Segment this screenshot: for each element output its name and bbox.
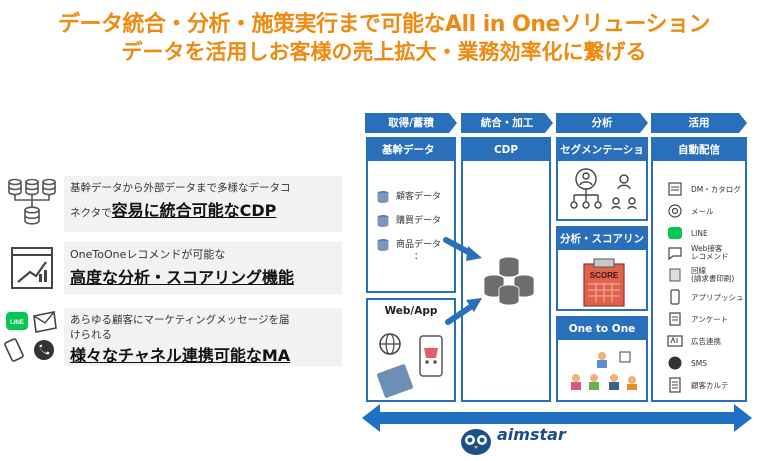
panel-auto-delivery: 自動配信 DM・カタログ メール LINE Web接客 レコメンド 回線 (請求… (651, 137, 747, 402)
mobile-cart-icon (419, 335, 443, 377)
stage-analyze: 分析 (556, 113, 648, 133)
db-item-product: 商品データ (376, 237, 441, 252)
panel-one-to-one-title: One to One (558, 318, 646, 340)
database-icon (377, 214, 389, 227)
panel-one-to-one: One to One (556, 316, 648, 402)
cdp-database-stack-icon (483, 256, 535, 306)
database-icon (377, 190, 389, 203)
app-push-icon (667, 289, 683, 305)
tablet-icon (377, 364, 413, 398)
delivery-line: LINE (667, 225, 708, 241)
feature-ma-desc: あらゆる顧客にマーケティングメッセージを届 (70, 314, 290, 326)
delivery-app-push: アプリプッシュ (667, 289, 744, 305)
delivery-ads: 広告連携 (667, 333, 721, 349)
feature-ma: LINE あらゆる顧客にマーケティングメッセージを届 けられる 様々なチャネル連… (0, 308, 345, 366)
customers-icon (571, 351, 637, 390)
line-icon (667, 225, 683, 241)
stage-acquire: 取得/蓄積 (365, 113, 457, 133)
database-icon (377, 238, 389, 251)
delivery-mail: メール (667, 203, 714, 219)
owl-logo-icon (461, 429, 491, 455)
svg-text:SCORE: SCORE (590, 271, 619, 280)
db-item-customer: 顧客データ (376, 189, 441, 204)
delivery-sms: SMS (667, 355, 707, 371)
email-icon (667, 203, 683, 219)
web-recommend-icon (667, 245, 683, 261)
feature-analysis-desc: OneToOneレコメンドが可能な (70, 248, 226, 261)
stage-integrate: 統合・加工 (461, 113, 553, 133)
analytics-chart-icon (6, 242, 58, 294)
panel-scoring: 分析・スコアリング SCORE (556, 226, 648, 311)
panel-segmentation-title: セグメンテーション (558, 139, 646, 178)
feature-cdp-title: 容易に統合可能なCDP (111, 201, 277, 220)
headline-primary: データ統合・分析・施策実行まで可能なAll in Oneソリューション (58, 12, 710, 37)
customer-chart-icon (667, 377, 683, 393)
feature-analysis-title: 高度な分析・スコアリング機能 (70, 268, 295, 287)
panel-core-title: 基幹データ (368, 139, 454, 161)
survey-icon (667, 311, 683, 327)
dm-catalog-icon (667, 181, 683, 197)
panel-core-data: 基幹データ 顧客データ 購買データ 商品データ ： (366, 137, 456, 293)
flow-arrows (443, 237, 482, 325)
score-sheet-icon: SCORE (583, 258, 625, 307)
channel-icons: LINE (4, 308, 60, 362)
sms-icon (667, 355, 683, 371)
delivery-invoice: 回線 (請求書印刷) (667, 267, 734, 283)
db-item-purchase: 購買データ (376, 213, 441, 228)
brand-wordmark: aimstar (497, 425, 566, 444)
delivery-customer-chart: 顧客カルテ (667, 377, 729, 393)
panel-webapp-title: Web/App (368, 300, 454, 322)
stage-utilize: 活用 (651, 113, 747, 133)
feature-analysis: OneToOneレコメンドが可能な 高度な分析・スコアリング機能 (0, 242, 345, 294)
double-arrow (362, 404, 752, 432)
panel-cdp-title: CDP (463, 139, 549, 161)
panel-cdp: CDP (461, 137, 551, 402)
panel-scoring-title: 分析・スコアリング (558, 228, 646, 267)
feature-ma-title: 様々なチャネル連携可能なMA (70, 346, 291, 365)
invoice-icon (667, 267, 683, 283)
feature-cdp-desc: 基幹データから外部データまで多様なデータコ (70, 182, 291, 194)
globe-icon (379, 333, 401, 355)
ads-icon (667, 333, 683, 349)
database-integration-icon (6, 176, 58, 228)
delivery-web: Web接客 レコメンド (667, 245, 729, 261)
svg-text:LINE: LINE (10, 320, 24, 326)
segmentation-people-icon (570, 168, 637, 210)
panel-webapp: Web/App (366, 298, 456, 402)
delivery-survey: アンケート (667, 311, 728, 327)
panel-auto-title: 自動配信 (653, 139, 745, 161)
panel-segmentation: セグメンテーション (556, 137, 648, 221)
headline-secondary: データを活用しお客様の売上拡大・業務効率化に繋げる (121, 40, 647, 64)
delivery-dm: DM・カタログ (667, 181, 741, 197)
feature-cdp: 基幹データから外部データまで多様なデータコ ネクタで容易に統合可能なCDP (0, 176, 345, 232)
